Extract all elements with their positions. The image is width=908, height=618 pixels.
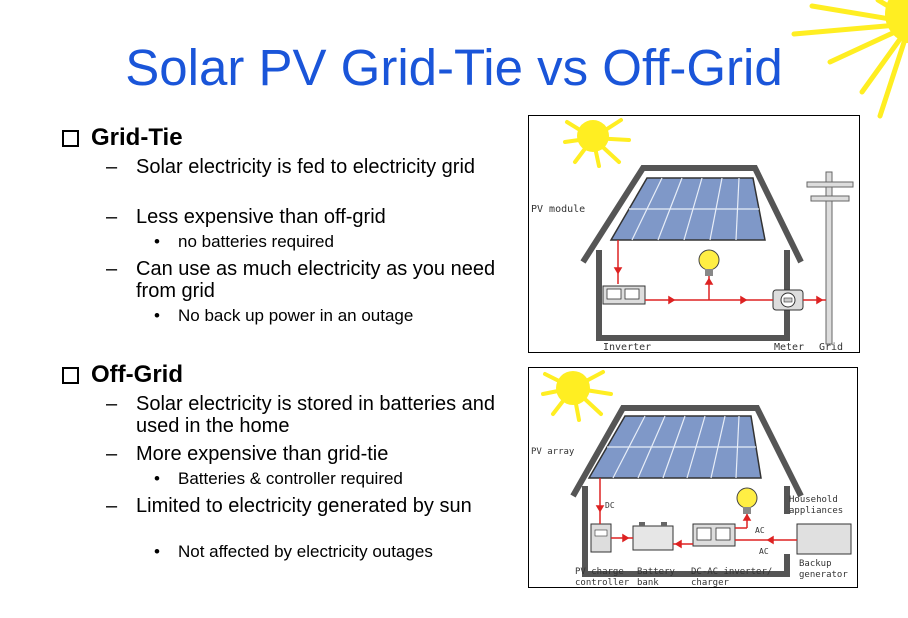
list-item: –Limited to electricity generated by sun <box>106 495 472 517</box>
battery-label-line1: Battery <box>637 567 676 577</box>
backup-label-line2: generator <box>799 570 848 580</box>
inverter-charger-box <box>692 523 736 547</box>
section-heading-grid-tie: Grid-Tie <box>62 124 183 152</box>
battery-label-line2: bank <box>637 578 659 587</box>
household-label-line2: appliances <box>789 506 843 516</box>
corner-sun-icon <box>791 0 908 119</box>
list-item: –More expensive than grid-tie <box>106 443 389 465</box>
grid-label: Grid <box>819 342 843 352</box>
list-item: –Can use as much electricity as you need… <box>106 258 496 302</box>
light-bulb-icon <box>698 249 720 276</box>
house-outline <box>570 405 804 577</box>
sub-list-item: •No back up power in an outage <box>154 306 414 325</box>
grid-tie-diagram: PV module Inverter Meter Grid <box>528 115 860 353</box>
pv-module-panel <box>609 177 766 241</box>
sun-icon <box>563 118 631 168</box>
light-bulb-icon <box>736 487 758 514</box>
charge-controller-box <box>590 523 612 553</box>
off-grid-diagram: PV array DC AC AC Household appliances P… <box>528 367 858 588</box>
sub-list-item: •no batteries required <box>154 232 334 251</box>
charge-controller-label-line1: PV charge <box>575 567 624 577</box>
inverter-charger-label-line2: charger <box>691 578 730 587</box>
battery-bank-box <box>632 522 674 551</box>
list-item: –Less expensive than off-grid <box>106 206 386 228</box>
pv-array-panel <box>587 415 762 479</box>
charge-controller-label-line2: controller <box>575 578 630 587</box>
electric-meter-icon <box>772 289 804 311</box>
dc-label: DC <box>605 501 615 510</box>
inverter-charger-label-line1: DC-AC inverter/ <box>691 567 772 577</box>
list-item: –Solar electricity is fed to electricity… <box>106 156 476 178</box>
meter-label: Meter <box>774 342 804 352</box>
pv-module-label: PV module <box>531 204 585 215</box>
checkbox-bullet-icon <box>62 367 79 384</box>
section-heading-off-grid: Off-Grid <box>62 361 183 389</box>
ac-label-top: AC <box>755 526 765 535</box>
ac-label-bottom: AC <box>759 547 769 556</box>
checkbox-bullet-icon <box>62 130 79 147</box>
household-label-line1: Household <box>789 495 838 505</box>
utility-pole-icon <box>806 171 854 345</box>
inverter-box <box>602 285 646 305</box>
backup-generator-box <box>796 523 852 555</box>
sun-icon <box>541 370 613 422</box>
list-item: –Solar electricity is stored in batterie… <box>106 393 496 437</box>
backup-label-line1: Backup <box>799 559 832 569</box>
pv-array-label: PV array <box>531 447 575 457</box>
inverter-label: Inverter <box>603 342 651 352</box>
sub-list-item: •Not affected by electricity outages <box>154 542 433 561</box>
sub-list-item: •Batteries & controller required <box>154 469 403 488</box>
page-title: Solar PV Grid-Tie vs Off-Grid <box>125 39 783 96</box>
